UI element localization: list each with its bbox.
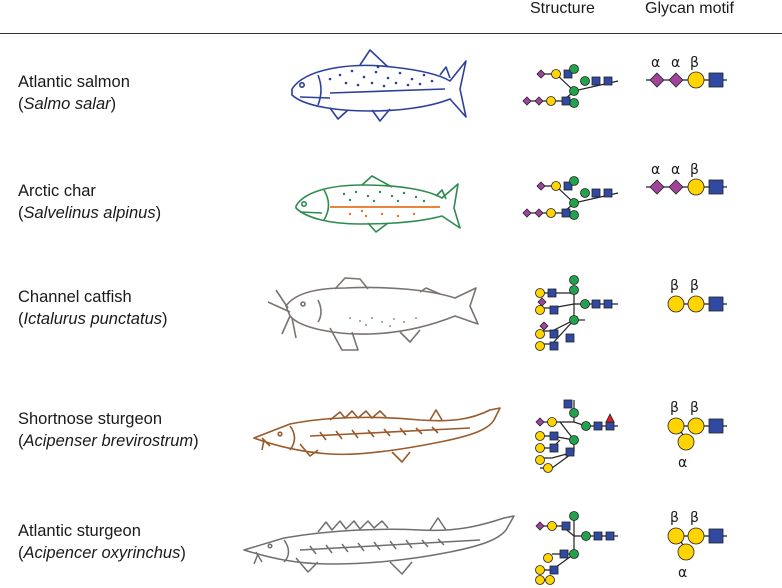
common-name: Channel catfish	[18, 288, 132, 306]
species-row-atlantic-salmon: Atlantic salmon (Salmo salar)	[0, 45, 782, 145]
common-name: Atlantic sturgeon	[18, 522, 141, 540]
scientific-name: (Salvelinus alpinus)	[18, 204, 162, 222]
common-name: Arctic char	[18, 182, 96, 200]
species-row-atlantic-sturgeon: Atlantic sturgeon (Acipencer oxyrinchus)	[0, 488, 782, 588]
sturgeon-icon: β β α	[243, 510, 727, 585]
glycan-motif-column-header: Glycan motif	[645, 0, 734, 17]
linkage-label: β	[690, 400, 699, 416]
species-row-arctic-char: Arctic char (Salvelinus alpinus)	[0, 152, 782, 252]
scientific-name: (Acipencer oxyrinchus)	[18, 544, 186, 562]
linkage-label: β	[670, 510, 679, 526]
species-row-channel-catfish: Channel catfish (Ictalurus punctatus)	[0, 258, 782, 358]
common-name: Shortnose sturgeon	[18, 410, 163, 428]
linkage-label: β	[690, 510, 699, 526]
sturgeon-icon: β β α	[253, 399, 727, 473]
linkage-label: β	[670, 278, 679, 294]
linkage-label: α	[671, 55, 680, 71]
linkage-label: α	[678, 565, 687, 581]
header-rule	[0, 33, 782, 34]
scientific-name: (Acipenser brevirostrum)	[18, 432, 199, 450]
catfish-icon: β β	[267, 275, 727, 351]
linkage-label: β	[690, 278, 699, 294]
linkage-label: α	[678, 455, 687, 471]
trout-icon: α α β	[295, 162, 727, 233]
structure-column-header: Structure	[530, 0, 595, 17]
linkage-label: β	[690, 55, 699, 71]
salmon-icon: α α β	[291, 49, 727, 122]
linkage-label: α	[671, 162, 680, 178]
linkage-label: α	[651, 162, 660, 178]
common-name: Atlantic salmon	[18, 73, 130, 91]
scientific-name: (Ictalurus punctatus)	[18, 310, 168, 328]
linkage-label: β	[670, 400, 679, 416]
linkage-label: α	[651, 55, 660, 71]
linkage-label: β	[690, 162, 699, 178]
scientific-name: (Salmo salar)	[18, 95, 117, 113]
species-row-shortnose-sturgeon: Shortnose sturgeon (Acipenser brevirostr…	[0, 380, 782, 480]
